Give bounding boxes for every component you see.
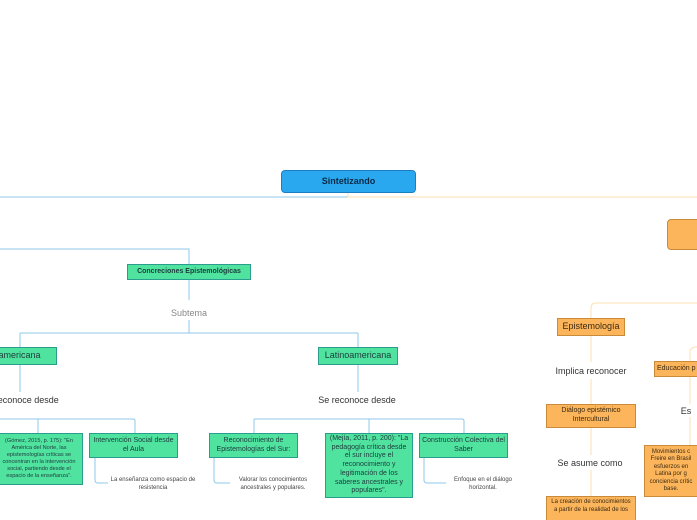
- node-mejia-quote-text: (Mejía, 2011, p. 200): "La pedagogía crí…: [329, 434, 409, 495]
- node-right-main[interactable]: [667, 219, 697, 250]
- node-reconocimiento-label: Reconocimiento de Epistemologías del Sur…: [216, 436, 291, 453]
- node-latinoamericana-label: Latinoamericana: [324, 350, 392, 361]
- node-intervencion-label: Intervención Social desde el Aula: [93, 436, 174, 453]
- node-creacion[interactable]: La creación de conocimientos a partir de…: [546, 496, 636, 520]
- node-dialogo[interactable]: Diálogo epistémico Intercultural: [546, 404, 636, 428]
- es-label: Es: [680, 406, 692, 416]
- node-reconocimiento[interactable]: Reconocimiento de Epistemologías del Sur…: [209, 433, 298, 458]
- node-mejia-quote[interactable]: (Mejía, 2011, p. 200): "La pedagogía crí…: [325, 433, 413, 498]
- node-dialogo-label: Diálogo epistémico Intercultural: [561, 407, 621, 423]
- note-intervencion: La enseñanza como espacio de resistencia: [110, 477, 196, 491]
- node-movimientos[interactable]: Movimientos c Freire en Brasil esfuerzos…: [644, 445, 697, 497]
- note-construccion: Enfoque en el diálogo horizontal.: [453, 477, 513, 491]
- node-epistemologia-label: Epistemología: [562, 321, 620, 332]
- node-construccion-label: Construcción Colectiva del Saber: [422, 436, 505, 453]
- node-educacion[interactable]: Educación p: [654, 361, 697, 377]
- node-intervencion[interactable]: Intervención Social desde el Aula: [89, 433, 178, 458]
- node-movimientos-label: Movimientos c Freire en Brasil esfuerzos…: [649, 448, 693, 493]
- node-epistemologia[interactable]: Epistemología: [557, 318, 625, 336]
- node-concreciones[interactable]: Concreciones Epistemológicas: [127, 264, 251, 280]
- node-creacion-label: La creación de conocimientos a partir de…: [551, 499, 631, 513]
- se-asume-label: Se asume como: [557, 458, 623, 468]
- note-reconocimiento: Valorar los conocimientos ancestrales y …: [238, 477, 308, 491]
- node-norteamericana-label: Norteamericana: [0, 350, 41, 361]
- root-label: Sintetizando: [321, 175, 376, 186]
- subtema-label: Subtema: [170, 308, 208, 318]
- node-educacion-label: Educación p: [657, 364, 696, 372]
- se-reconoce-right-label: Se reconoce desde: [318, 395, 396, 405]
- node-construccion[interactable]: Construcción Colectiva del Saber: [419, 433, 508, 458]
- se-reconoce-left-label: Se reconoce desde: [0, 395, 59, 405]
- root-node[interactable]: Sintetizando: [281, 170, 416, 193]
- node-gomez-quote-text: (Gómez, 2015, p. 175): "En América del N…: [2, 438, 76, 479]
- node-latinoamericana[interactable]: Latinoamericana: [318, 347, 398, 365]
- node-gomez-quote[interactable]: (Gómez, 2015, p. 175): "En América del N…: [0, 433, 83, 485]
- node-norteamericana[interactable]: Norteamericana: [0, 347, 57, 365]
- implica-label: Implica reconocer: [555, 366, 627, 376]
- node-concreciones-label: Concreciones Epistemológicas: [137, 267, 241, 275]
